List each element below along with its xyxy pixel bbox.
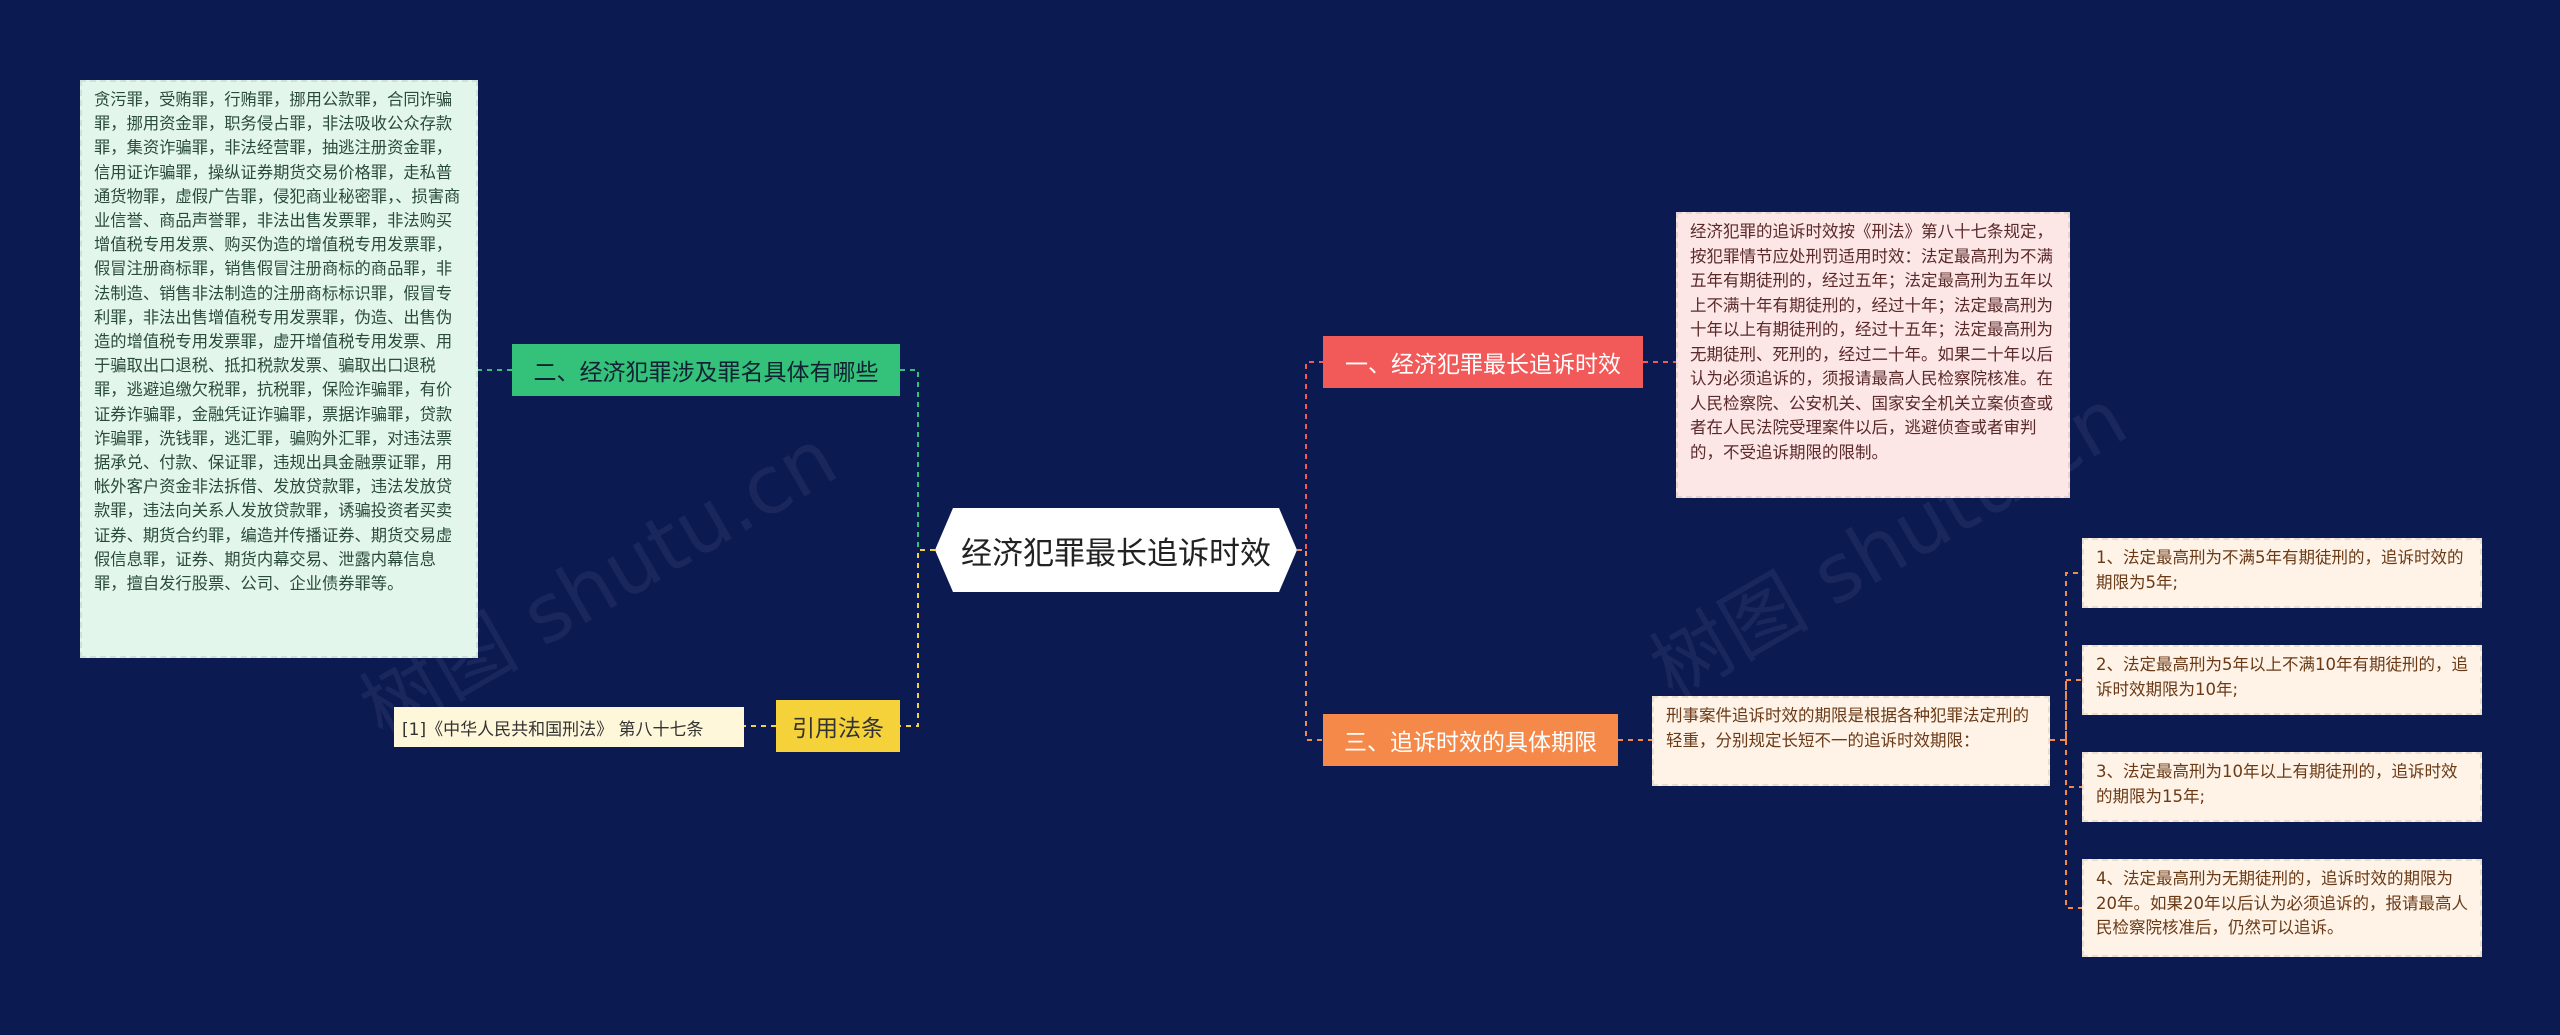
leaf-period-4[interactable]: 4、法定最高刑为无期徒刑的，追诉时效的期限为20年。如果20年以后认为必须追诉的…: [2082, 859, 2482, 957]
branch-max-limitation[interactable]: 一、经济犯罪最长追诉时效: [1323, 336, 1643, 388]
leaf-citation[interactable]: [1]《中华人民共和国刑法》 第八十七条: [394, 707, 744, 747]
branch-citations[interactable]: 引用法条: [776, 700, 900, 752]
central-topic[interactable]: 经济犯罪最长追诉时效: [935, 508, 1297, 592]
branch-limitation-periods[interactable]: 三、追诉时效的具体期限: [1323, 714, 1618, 766]
branch-crime-list[interactable]: 二、经济犯罪涉及罪名具体有哪些: [512, 344, 900, 396]
leaf-period-1[interactable]: 1、法定最高刑为不满5年有期徒刑的，追诉时效的期限为5年;: [2082, 538, 2482, 608]
leaf-crime-list[interactable]: 贪污罪，受贿罪，行贿罪，挪用公款罪，合同诈骗罪，挪用资金罪，职务侵占罪，非法吸收…: [80, 80, 478, 658]
leaf-max-limitation[interactable]: 经济犯罪的追诉时效按《刑法》第八十七条规定，按犯罪情节应处刑罚适用时效：法定最高…: [1676, 212, 2070, 498]
leaf-limitation-intro[interactable]: 刑事案件追诉时效的期限是根据各种犯罪法定刑的轻重，分别规定长短不一的追诉时效期限…: [1652, 696, 2050, 786]
leaf-period-3[interactable]: 3、法定最高刑为10年以上有期徒刑的，追诉时效的期限为15年;: [2082, 752, 2482, 822]
leaf-period-2[interactable]: 2、法定最高刑为5年以上不满10年有期徒刑的，追诉时效期限为10年;: [2082, 645, 2482, 715]
